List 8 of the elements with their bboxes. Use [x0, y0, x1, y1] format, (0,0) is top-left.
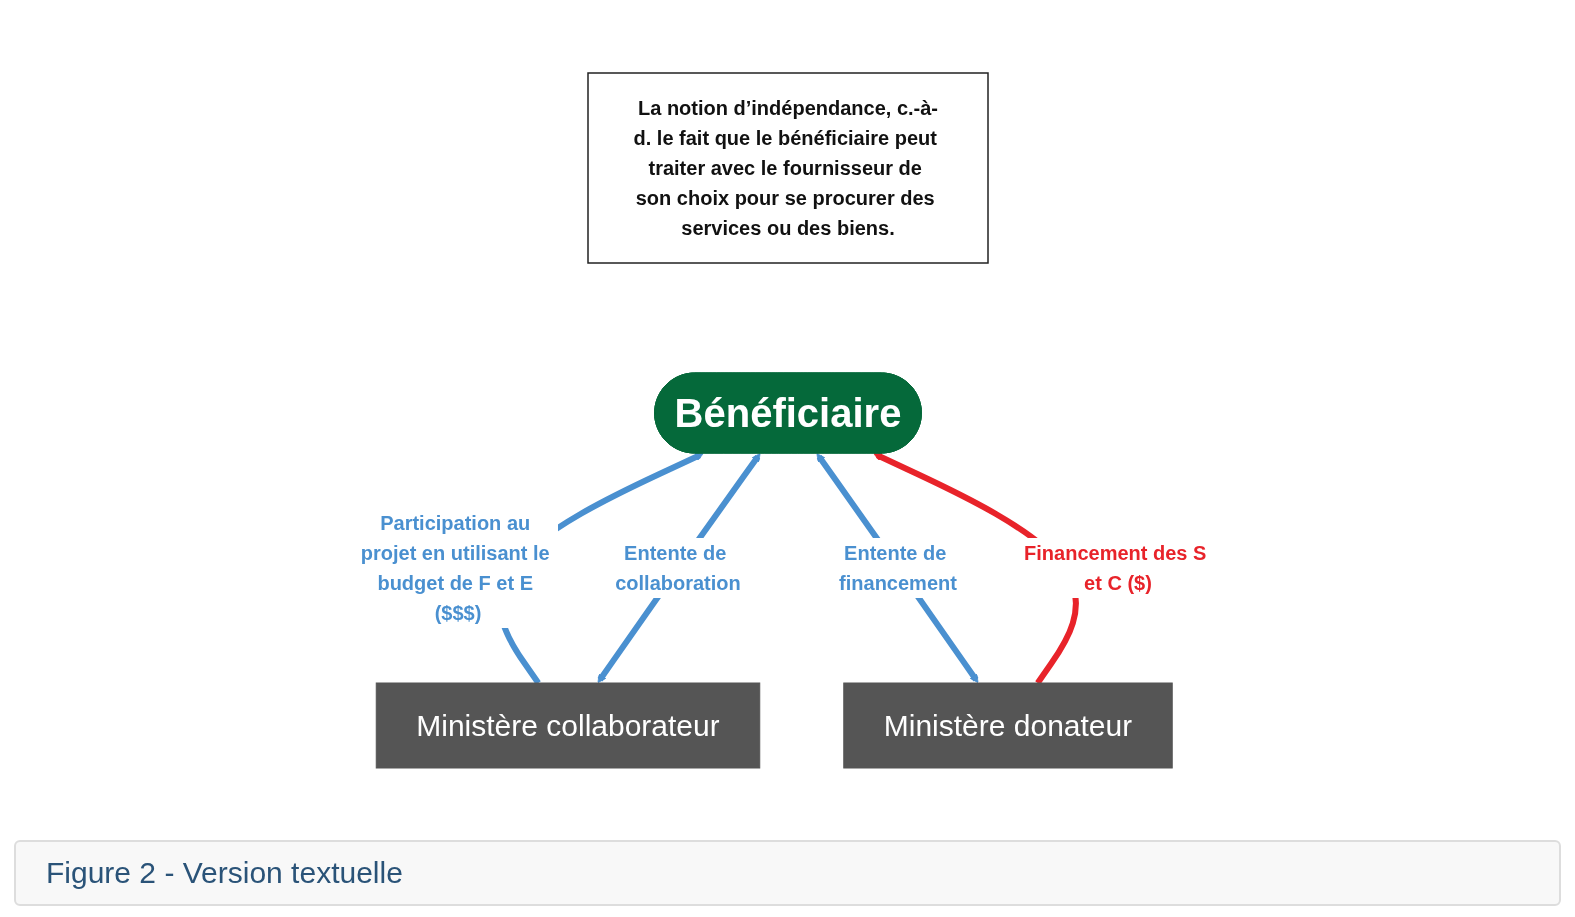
edge-label: Financement des S et C ($): [1023, 541, 1206, 594]
edge-label: Participation au projet en utilisant le budget de F et E ($$$): [360, 511, 550, 624]
edge-label: Entente de financement: [838, 541, 957, 594]
figure-caption: Figure 2 - Version textuelle: [46, 856, 404, 890]
node-box: La notion d’indépendance, c.-à-d. le fait que le bénéficiaire peut traiter avec le fournisseur de son choix pour se procurer des services ou des biens.: [586, 71, 989, 264]
node-box: Ministère donateur: [842, 682, 1173, 768]
edge-label: Entente de collaboration: [614, 541, 741, 594]
node-box: Ministère collaborateur: [375, 682, 760, 768]
